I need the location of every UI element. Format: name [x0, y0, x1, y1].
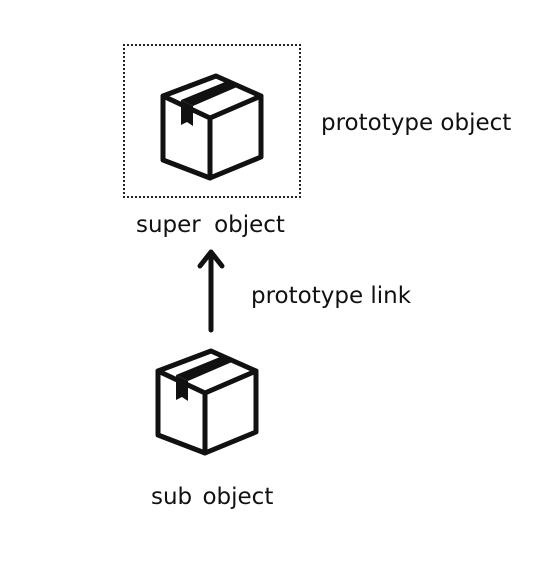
- sub-object-label: sub object: [151, 484, 274, 510]
- package-box-icon: [155, 348, 259, 456]
- prototype-object-label: prototype object: [321, 110, 512, 136]
- prototype-object-highlight-box: [123, 44, 301, 198]
- super-object-label: super object: [136, 212, 285, 238]
- package-box-icon: [160, 73, 264, 181]
- prototype-link-arrow: [197, 249, 225, 333]
- prototype-link-label: prototype link: [251, 283, 412, 309]
